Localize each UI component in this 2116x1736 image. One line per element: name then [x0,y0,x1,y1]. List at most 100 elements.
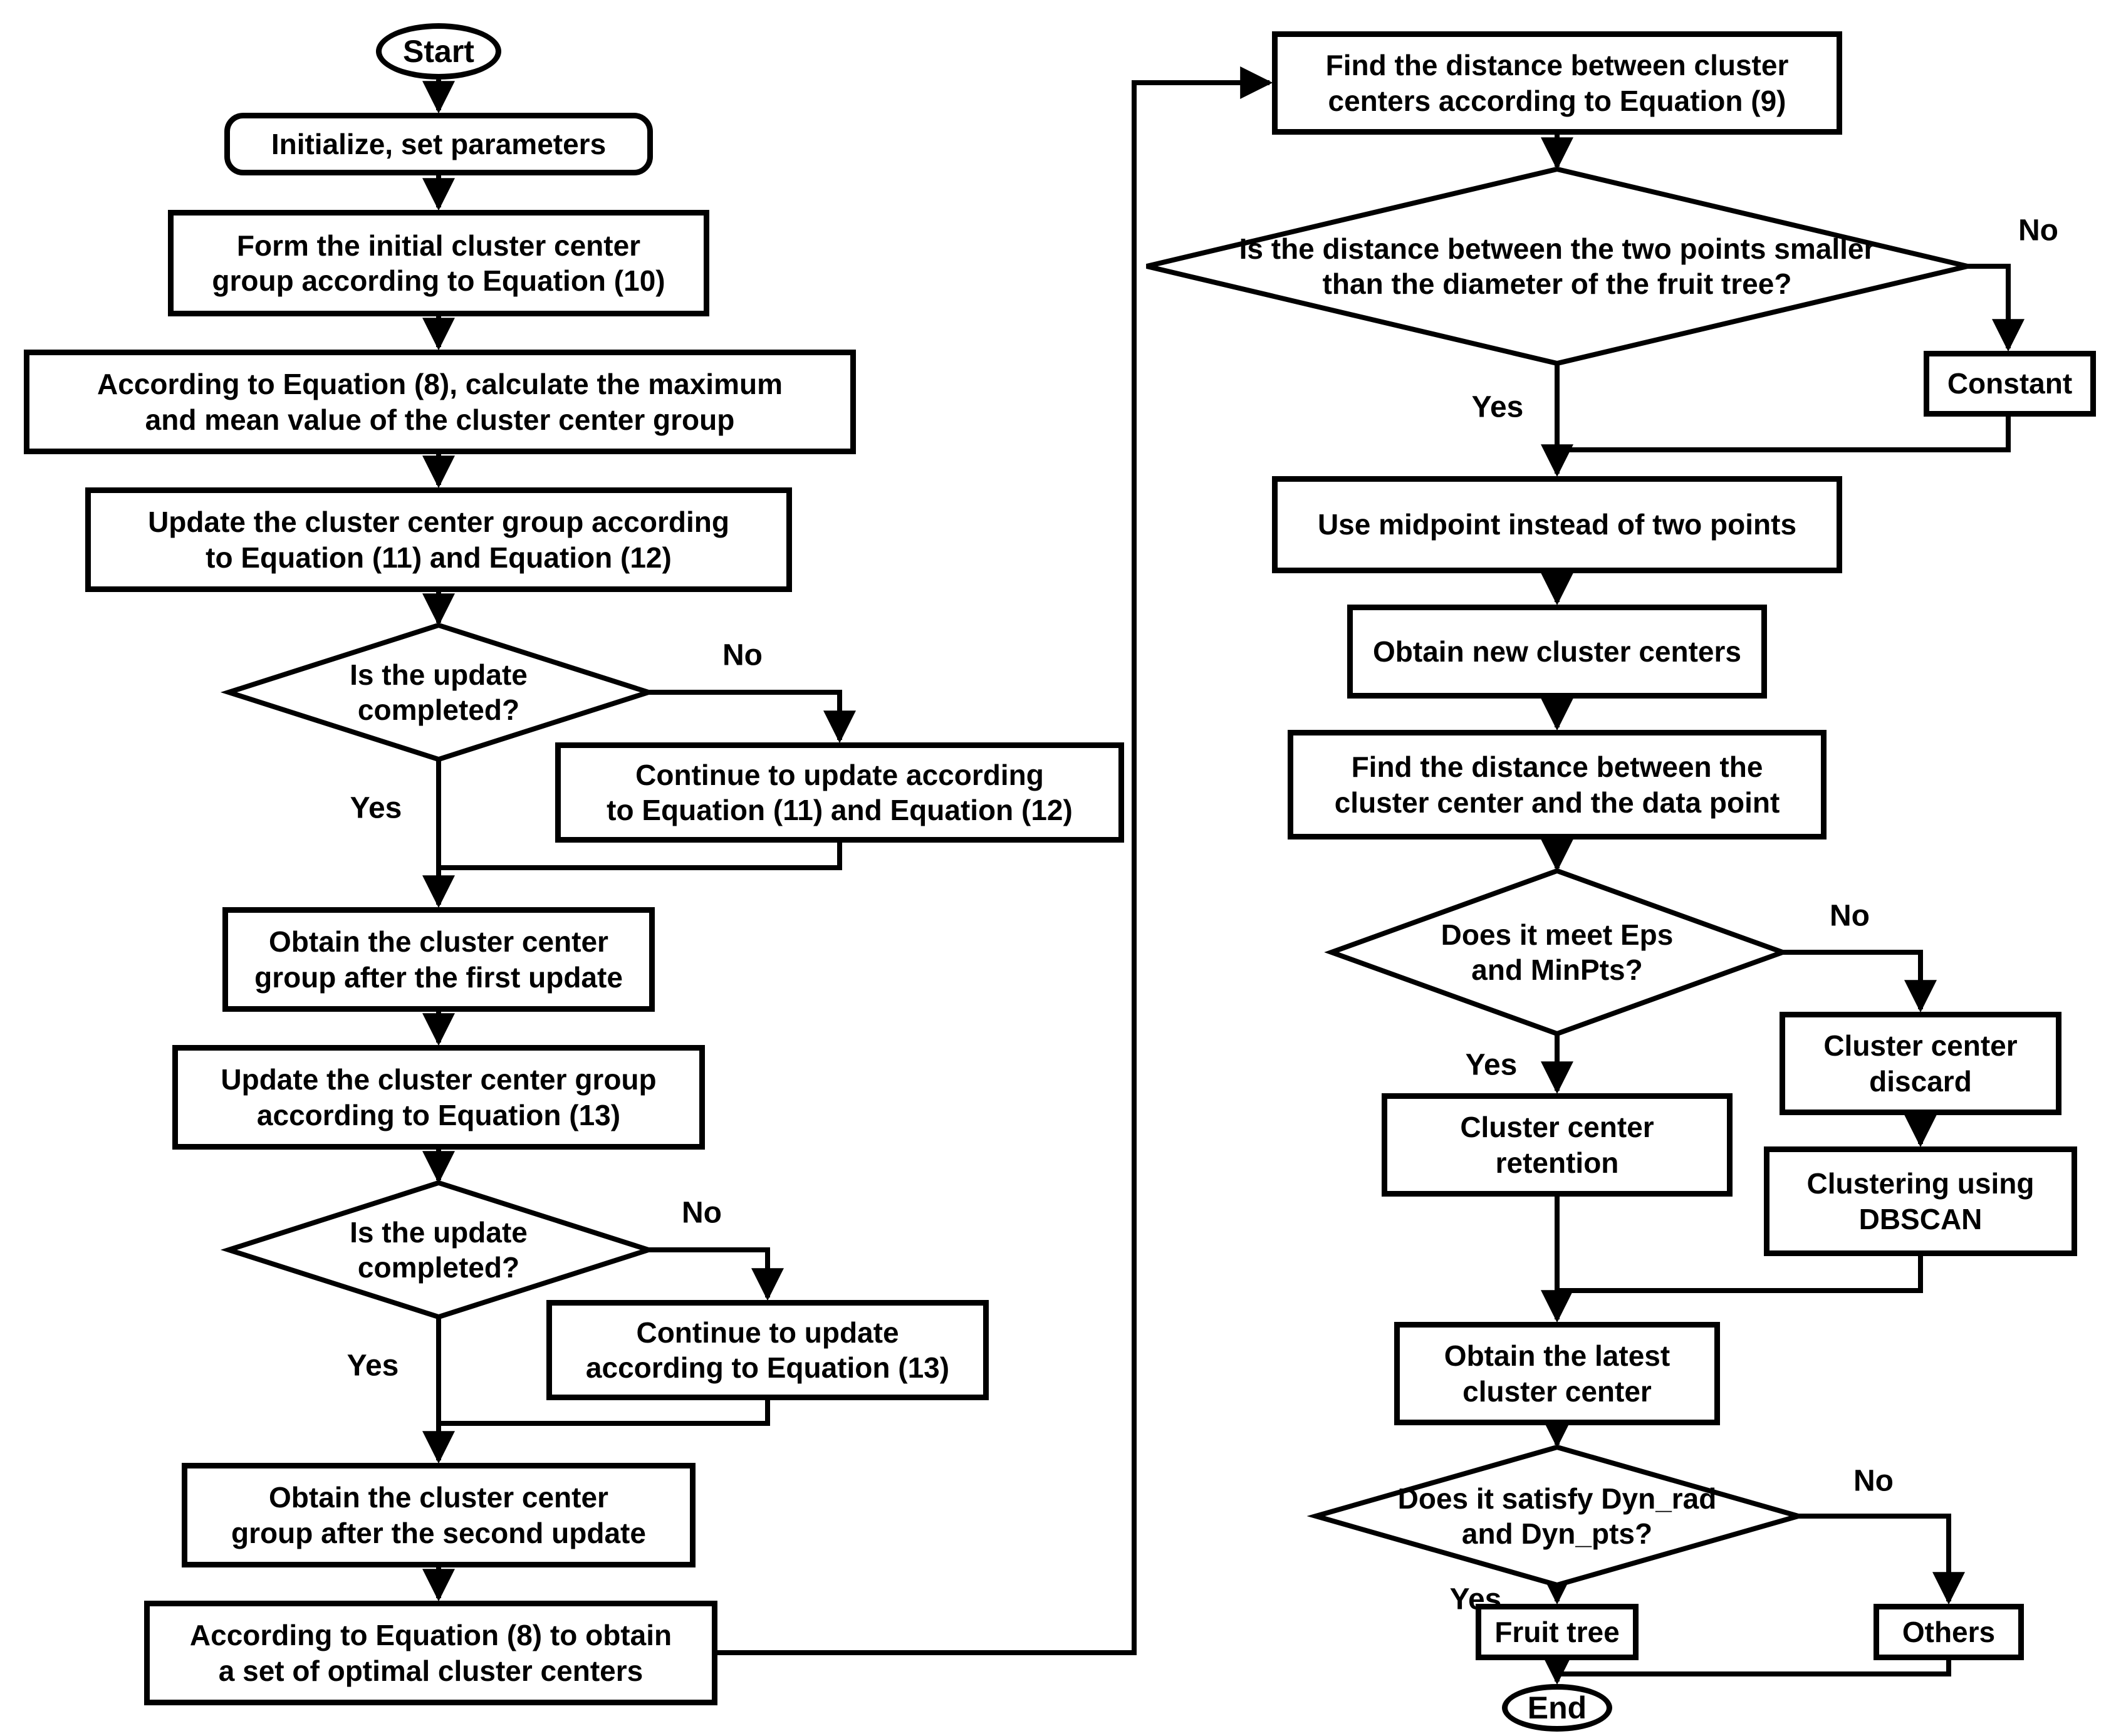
text-line: discard [1869,1064,1972,1098]
node-eq8-calc: According to Equation (8), calculate the… [24,350,856,454]
end-label: End [1527,1690,1587,1725]
text-line: retention [1495,1146,1619,1179]
text-line: Update the cluster center group accordin… [148,506,729,539]
node-cluster-discard: Cluster center discard [1780,1012,2061,1115]
decision-diamond-update-1 [220,622,657,762]
text-line: Continue to update according [635,758,1044,791]
no-branch-decision1 [649,690,856,744]
text-line: a set of optimal cluster centers [218,1654,644,1687]
no-label-decision4: No [1830,899,1870,933]
text-line: Find the distance between cluster [1325,49,1789,82]
text-line: Clustering using [1806,1167,2035,1200]
text-line: completed? [357,694,520,726]
text-line: than the diameter of the fruit tree? [1322,268,1792,300]
merge-constant [1557,417,2011,452]
text-line: Does it satisfy Dyn_rad [1397,1482,1717,1515]
text-line: DBSCAN [1858,1202,1983,1235]
text-line: Initialize, set parameters [271,127,607,160]
text-line: and mean value of the cluster center gro… [145,403,735,436]
node-use-midpoint: Use midpoint instead of two points [1272,476,1842,573]
merge-continue13 [439,1400,770,1426]
text-line: according to Equation (13) [256,1098,621,1131]
node-eq8-optimal: According to Equation (8) to obtain a se… [144,1601,717,1705]
node-cluster-retention: Cluster center retention [1382,1093,1733,1197]
text-line: Obtain the cluster center [269,1481,608,1514]
text-line: Obtain the cluster center [269,925,608,959]
text-line: Does it meet Eps [1441,918,1674,951]
decision-diamond-update-2 [220,1180,657,1320]
no-label-decision3: No [2018,214,2058,247]
node-fruit-tree: Fruit tree [1476,1604,1639,1660]
text-line: Constant [1947,367,2073,400]
decision-diamond-eps-minpts [1324,868,1790,1037]
text-line: Use midpoint instead of two points [1317,508,1797,541]
text-line: to Equation (11) and Equation (12) [206,541,672,574]
node-obtain-new-centers: Obtain new cluster centers [1347,605,1767,699]
start-terminal: Start [376,23,501,80]
node-form-initial: Form the initial cluster center group ac… [168,210,709,316]
decision-text-dyn: Does it satisfy Dyn_rad and Dyn_pts? [1398,1481,1717,1551]
no-branch-decision5 [1798,1514,1965,1605]
text-line: and Dyn_pts? [1461,1517,1653,1550]
text-line: According to Equation (8), calculate the… [97,368,783,401]
text-line: According to Equation (8) to obtain [189,1619,672,1652]
node-update-13: Update the cluster center group accordin… [172,1045,705,1150]
no-label-decision1: No [722,638,763,672]
no-label-decision5: No [1853,1464,1894,1498]
node-obtain-second: Obtain the cluster center group after th… [182,1463,696,1567]
yes-label-decision2: Yes [347,1349,399,1383]
text-line: Update the cluster center group [221,1063,657,1096]
text-line: group after the second update [231,1516,646,1549]
node-constant: Constant [1924,351,2096,417]
decision-text-distance-smaller: Is the distance between the two points s… [1239,231,1875,301]
text-line: and MinPts? [1471,954,1643,986]
decision-diamond-dyn [1306,1444,1808,1588]
node-find-distance-data: Find the distance between the cluster ce… [1288,730,1827,839]
text-line: group after the first update [254,960,623,994]
node-update-11-12: Update the cluster center group accordin… [85,487,792,592]
text-line: group according to Equation (10) [212,264,665,297]
no-label-decision2: No [682,1196,722,1230]
text-line: cluster center [1462,1375,1652,1408]
text-line: completed? [357,1251,520,1284]
node-obtain-latest: Obtain the latest cluster center [1394,1322,1720,1425]
node-dbscan: Clustering using DBSCAN [1764,1146,2077,1256]
node-others: Others [1874,1604,2024,1660]
text-line: cluster center and the data point [1334,786,1780,819]
text-line: Continue to update [636,1316,899,1349]
decision-text-eps-minpts: Does it meet Eps and MinPts? [1441,917,1674,987]
merge-continue1112 [439,843,842,870]
text-line: Is the update [350,658,528,691]
decision-text-update-1: Is the update completed? [350,657,528,727]
node-find-distance-centers: Find the distance between cluster center… [1272,31,1842,135]
wrap-connector-left-to-right [717,66,1273,1655]
yes-label-decision4: Yes [1465,1048,1518,1082]
text-line: Cluster center [1823,1029,2018,1063]
node-initialize: Initialize, set parameters [224,113,653,175]
text-line: Cluster center [1460,1111,1654,1144]
text-line: centers according to Equation (9) [1328,84,1786,117]
text-line: Fruit tree [1494,1615,1620,1648]
text-line: Find the distance between the [1351,751,1763,784]
node-continue-11-12: Continue to update according to Equation… [555,742,1124,843]
text-line: Is the update [350,1215,528,1249]
no-branch-decision3 [1967,264,2025,352]
text-line: according to Equation (13) [585,1351,950,1384]
decision-diamond-distance-smaller [1146,166,1968,366]
text-line: Others [1902,1615,1996,1648]
text-line: Is the distance between the two points s… [1239,232,1875,265]
node-obtain-first: Obtain the cluster center group after th… [222,907,655,1012]
decision-text-update-2: Is the update completed? [350,1215,528,1285]
start-label: Start [403,33,474,69]
text-line: to Equation (11) and Equation (12) [607,794,1073,826]
yes-label-decision5: Yes [1449,1583,1502,1616]
yes-label-decision1: Yes [350,791,402,825]
no-branch-decision2 [649,1247,784,1301]
text-line: Obtain new cluster centers [1373,635,1741,668]
text-line: Obtain the latest [1444,1339,1670,1373]
merge-dbscan [1557,1256,1923,1293]
merge-others [1557,1660,1951,1676]
text-line: Form the initial cluster center [236,229,641,262]
